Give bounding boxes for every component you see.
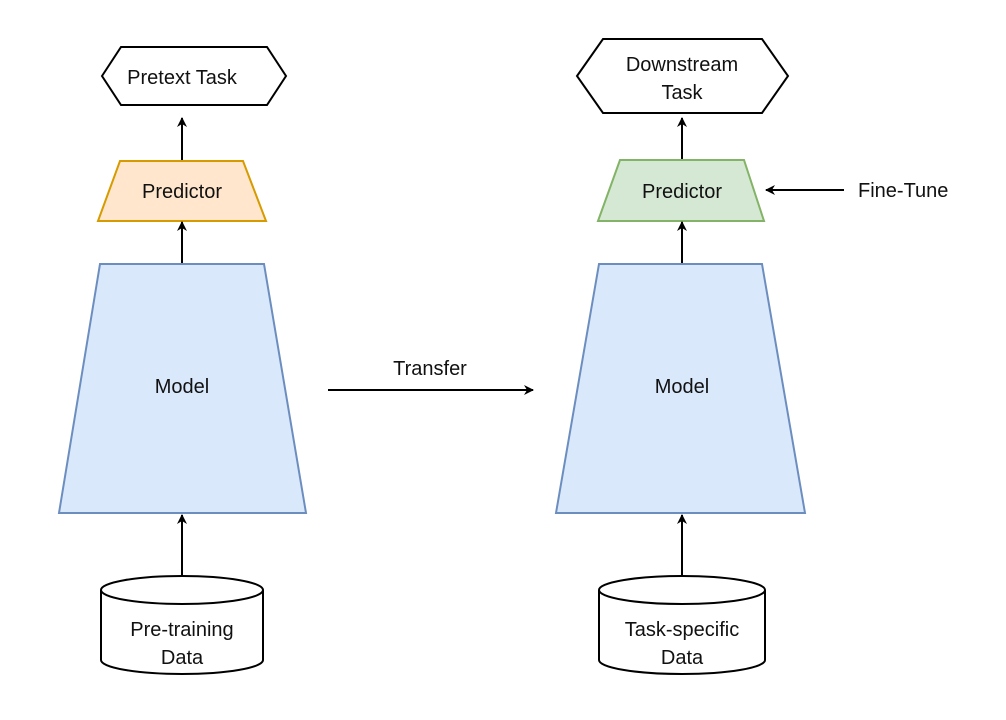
pretraining-data-node: Pre-training Data xyxy=(100,575,264,675)
left-model-trapezoid xyxy=(57,263,308,514)
left-predictor-node: Predictor xyxy=(96,160,268,222)
right-model-label: Model xyxy=(655,376,709,398)
pretext-task-hexagon xyxy=(100,46,288,106)
right-pipeline: Downstream Task Predictor Fine-Tune Mode… xyxy=(554,38,948,675)
left-predictor-label: Predictor xyxy=(142,181,222,203)
pretext-task-node: Pretext Task xyxy=(100,46,288,106)
pretext-task-label: Pretext Task xyxy=(127,67,238,89)
right-model-node: Model xyxy=(554,263,807,514)
downstream-task-label-line1: Downstream xyxy=(626,54,738,76)
transfer-connector: Transfer xyxy=(328,358,534,395)
downstream-task-node: Downstream Task xyxy=(575,38,790,114)
taskspecific-data-node: Task-specific Data xyxy=(598,575,766,675)
right-predictor-node: Predictor xyxy=(596,159,766,222)
taskspecific-data-label-line1: Task-specific xyxy=(625,619,739,641)
left-predictor-trapezoid xyxy=(96,160,268,222)
downstream-task-hexagon xyxy=(575,38,790,114)
downstream-task-label-line2: Task xyxy=(661,82,703,104)
pretraining-data-label-line2: Data xyxy=(161,647,204,669)
left-pipeline: Pretext Task Predictor Model Pre-trainin… xyxy=(57,46,308,675)
pretraining-data-cylinder-top xyxy=(100,575,264,605)
taskspecific-data-cylinder-top xyxy=(598,575,766,605)
taskspecific-data-cylinder xyxy=(598,590,766,675)
finetune-annotation: Fine-Tune xyxy=(765,180,948,202)
pretraining-data-label-line1: Pre-training xyxy=(130,619,233,641)
right-predictor-trapezoid xyxy=(596,159,766,222)
taskspecific-data-label-line2: Data xyxy=(661,647,704,669)
left-model-label: Model xyxy=(155,376,209,398)
pretraining-data-cylinder xyxy=(100,590,264,675)
transfer-label: Transfer xyxy=(393,358,467,380)
left-model-node: Model xyxy=(57,263,308,514)
right-model-trapezoid xyxy=(554,263,807,514)
finetune-label: Fine-Tune xyxy=(858,180,948,202)
right-predictor-label: Predictor xyxy=(642,181,722,203)
